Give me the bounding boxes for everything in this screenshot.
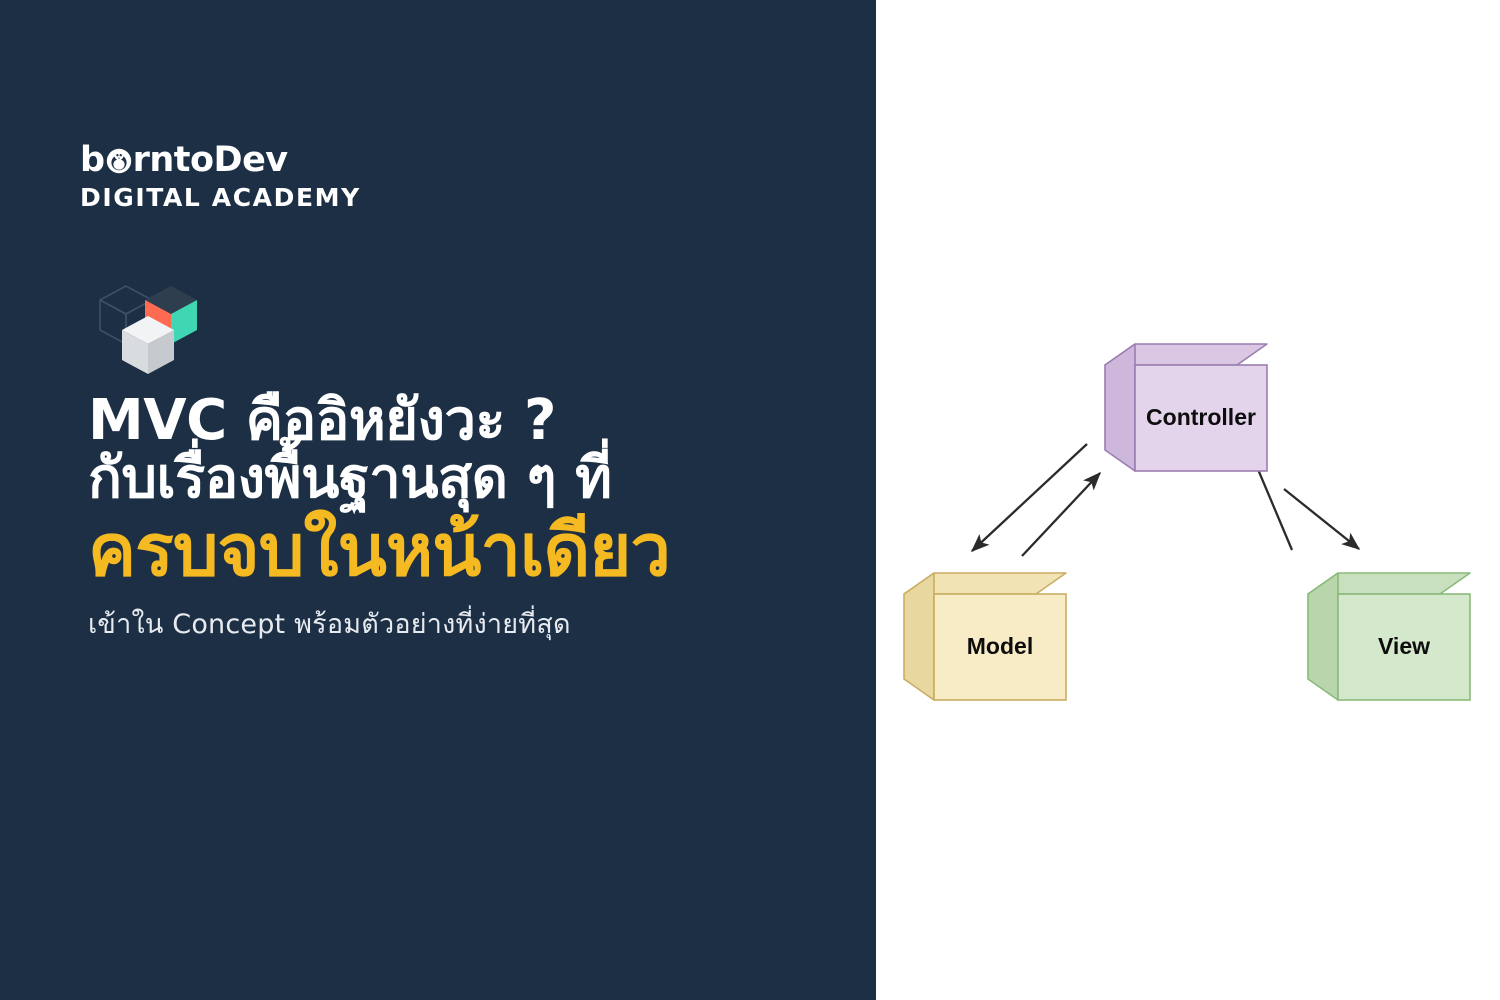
headline-subtitle: เข้าใน Concept พร้อมตัวอย่างที่ง่ายที่สุ… <box>88 609 571 641</box>
headline-line-2: กับเรื่องพื้นฐานสุด ๆ ที่ <box>88 446 612 512</box>
brand-subtitle: DIGITAL ACADEMY <box>80 183 361 212</box>
headline-block: MVC คืออิหยังวะ ? กับเรื่องพื้นฐานสุด ๆ … <box>88 388 878 645</box>
chick-mascot-icon <box>106 148 132 174</box>
brand-wordmark-pre: b <box>80 140 105 180</box>
diagram-label-model: Model <box>967 633 1033 659</box>
arrow-model-to-controller <box>1021 471 1101 557</box>
brand-wordmark-post: rntoDev <box>132 140 289 180</box>
white-cube <box>122 316 174 374</box>
arrow-controller-to-model <box>970 443 1088 552</box>
brand-wordmark: b rntoDev <box>80 143 361 178</box>
mvc-diagram: Controller Model View <box>876 0 1500 1000</box>
isometric-cubes-logo <box>96 278 202 378</box>
diagram-box-controller: Controller <box>1104 343 1268 472</box>
arrow-controller-to-view <box>1283 488 1361 550</box>
diagram-label-view: View <box>1378 633 1430 659</box>
diagram-label-controller: Controller <box>1146 404 1256 430</box>
diagram-box-view: View <box>1307 572 1471 701</box>
headline-line-1: MVC คืออิหยังวะ ? <box>88 388 556 453</box>
right-white-panel: Controller Model View <box>876 0 1500 1000</box>
headline-accent-line: ครบจบในหน้าเดียว <box>88 508 671 593</box>
brand-lockup: b rntoDev DIGITAL ACADEMY <box>80 143 361 212</box>
diagram-box-model: Model <box>903 572 1067 701</box>
left-dark-panel: b rntoDev DIGITAL ACADEMY <box>0 0 876 1000</box>
